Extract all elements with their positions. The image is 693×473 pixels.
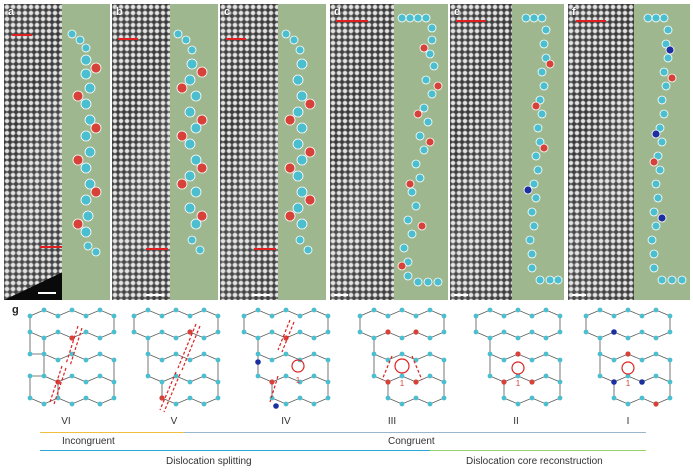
panel-label-g: g xyxy=(12,304,19,316)
atom-chain-f xyxy=(643,13,687,285)
burgers-badge: 1 xyxy=(626,379,631,388)
micrograph-a xyxy=(4,4,62,300)
bottom-red-marker xyxy=(146,248,168,250)
model-III: 1 xyxy=(357,307,447,407)
model-strip-d xyxy=(394,4,448,300)
atom-chain-c xyxy=(281,29,316,255)
model-strip-b xyxy=(170,4,218,300)
model-IV: 1 xyxy=(241,307,331,409)
top-red-marker xyxy=(226,38,246,40)
scale-bar xyxy=(252,294,270,296)
model-strip-f xyxy=(634,4,690,300)
scale-bar xyxy=(454,294,468,296)
top-red-marker xyxy=(576,20,606,22)
panel-d xyxy=(330,4,448,300)
scale-bar xyxy=(572,294,586,296)
model-I: 1 xyxy=(583,307,673,407)
numeral-III: III xyxy=(387,416,397,427)
burgers-badge: 1 xyxy=(516,379,521,388)
atom-chain-e xyxy=(521,13,563,285)
panel-b xyxy=(112,4,218,300)
top-red-marker xyxy=(456,20,486,22)
micrograph-f xyxy=(568,4,634,300)
panel-label-c: c xyxy=(224,6,231,18)
top-red-marker xyxy=(118,38,138,40)
model-strip-e xyxy=(512,4,564,300)
incongruent-line xyxy=(40,432,184,433)
bottom-red-marker xyxy=(254,248,276,250)
numeral-I: I xyxy=(626,416,630,427)
panel-label-f: f xyxy=(572,6,576,18)
panel-label-d: d xyxy=(334,6,341,18)
panel-label-a: a xyxy=(8,6,15,18)
model-V xyxy=(131,307,221,413)
incongruent-label: Incongruent xyxy=(62,436,115,447)
numeral-V: V xyxy=(170,416,178,427)
model-VI xyxy=(27,307,117,407)
numeral-II: II xyxy=(513,416,519,427)
bottom-red-marker xyxy=(40,246,62,248)
splitting-label: Dislocation splitting xyxy=(166,456,252,467)
burgers-badge: 1 xyxy=(400,379,405,388)
micrograph-c xyxy=(220,4,278,300)
panel-label-b: b xyxy=(116,6,123,18)
model-strip-a xyxy=(62,4,110,300)
scale-bar xyxy=(146,294,164,296)
splitting-line xyxy=(40,450,430,451)
top-red-marker xyxy=(12,34,32,36)
numeral-VI: VI xyxy=(61,416,71,427)
panel-a xyxy=(4,4,110,300)
burgers-badge: 1 xyxy=(296,376,301,385)
panel-c xyxy=(220,4,326,300)
panel-e xyxy=(450,4,564,300)
scale-bar xyxy=(334,294,348,296)
numeral-IV: IV xyxy=(281,416,291,427)
congruent-label: Congruent xyxy=(388,436,435,447)
model-II: 1 xyxy=(473,307,563,407)
reconstruction-line xyxy=(430,450,646,451)
congruent-line xyxy=(184,432,646,433)
atom-chain-a xyxy=(67,29,102,257)
atom-chain-d xyxy=(397,13,443,287)
scale-bar xyxy=(38,292,56,294)
top-red-marker xyxy=(336,20,368,22)
panel-f xyxy=(568,4,690,300)
micrograph-d xyxy=(330,4,394,300)
micrograph-b xyxy=(112,4,170,300)
panel-label-e: e xyxy=(454,6,461,18)
micrograph-e xyxy=(450,4,512,300)
model-strip-c xyxy=(278,4,326,300)
reconstruction-label: Dislocation core reconstruction xyxy=(466,456,603,467)
atom-chain-b xyxy=(173,29,208,255)
